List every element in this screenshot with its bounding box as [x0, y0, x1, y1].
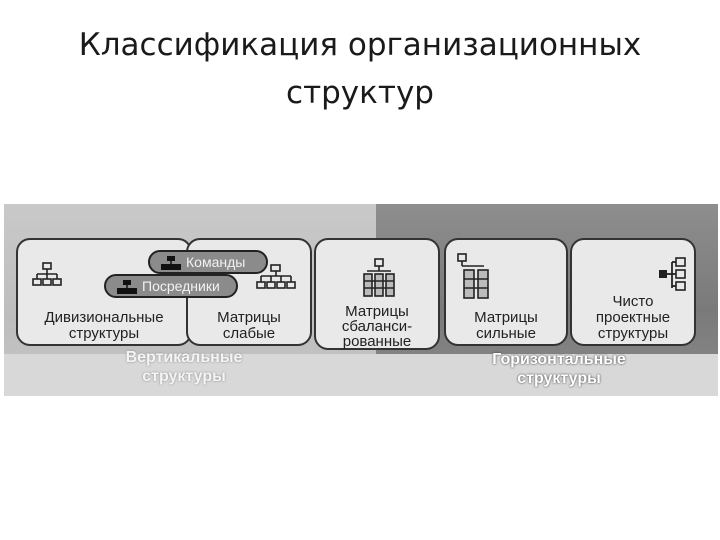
card-divisional-line-2: структуры — [68, 325, 140, 342]
card-pure-project-line-3: структуры — [597, 325, 669, 342]
card-pure-project-line-2: проектные — [595, 309, 671, 326]
card-divisional-line-1: Дивизиональные — [44, 309, 164, 326]
pill-intermediaries: Посредники — [104, 274, 238, 298]
group-label-vertical: Вертикальные структуры — [94, 348, 274, 386]
matrix-balanced-icon — [363, 258, 395, 297]
card-matrix-strong-line-2: сильные — [476, 325, 536, 342]
card-matrix-weak-line-1: Матрицы — [217, 309, 281, 326]
group-label-horizontal: Горизонтальные структуры — [464, 350, 654, 388]
card-pure-project-line-1: Чисто — [612, 293, 654, 310]
card-matrix-balanced: Матрицы сбаланси- рованные — [314, 238, 440, 350]
card-matrix-balanced-line-3: рованные — [342, 333, 412, 350]
classification-diagram: Дивизиональные структуры Матрицы слабые — [4, 204, 718, 396]
card-matrix-balanced-line-2: сбаланси- — [341, 318, 413, 335]
matrix-strong-icon — [457, 253, 489, 299]
pill-teams: Команды — [148, 250, 268, 274]
org-chart-icon — [256, 264, 296, 289]
slide-title-line-2: структур — [286, 75, 434, 111]
pill-intermediaries-label: Посредники — [142, 278, 220, 294]
pill-teams-label: Команды — [186, 254, 246, 270]
card-matrix-balanced-line-1: Матрицы — [345, 303, 409, 320]
team-icon — [161, 256, 181, 270]
group-vertical-line-2: структуры — [142, 368, 226, 385]
project-structure-icon — [659, 257, 686, 291]
diagram-footer-strip — [4, 354, 718, 396]
group-horizontal-line-1: Горизонтальные — [492, 351, 626, 368]
team-icon — [117, 280, 137, 294]
org-chart-icon — [32, 262, 62, 286]
card-matrix-strong: Матрицы сильные — [444, 238, 568, 346]
card-matrix-strong-line-1: Матрицы — [474, 309, 538, 326]
card-pure-project-structures: Чисто проектные структуры — [570, 238, 696, 346]
card-matrix-weak-line-2: слабые — [222, 325, 276, 342]
group-vertical-line-1: Вертикальные — [125, 349, 243, 366]
slide-title-line-1: Классификация организационных — [78, 27, 642, 63]
group-horizontal-line-2: структуры — [517, 370, 601, 387]
